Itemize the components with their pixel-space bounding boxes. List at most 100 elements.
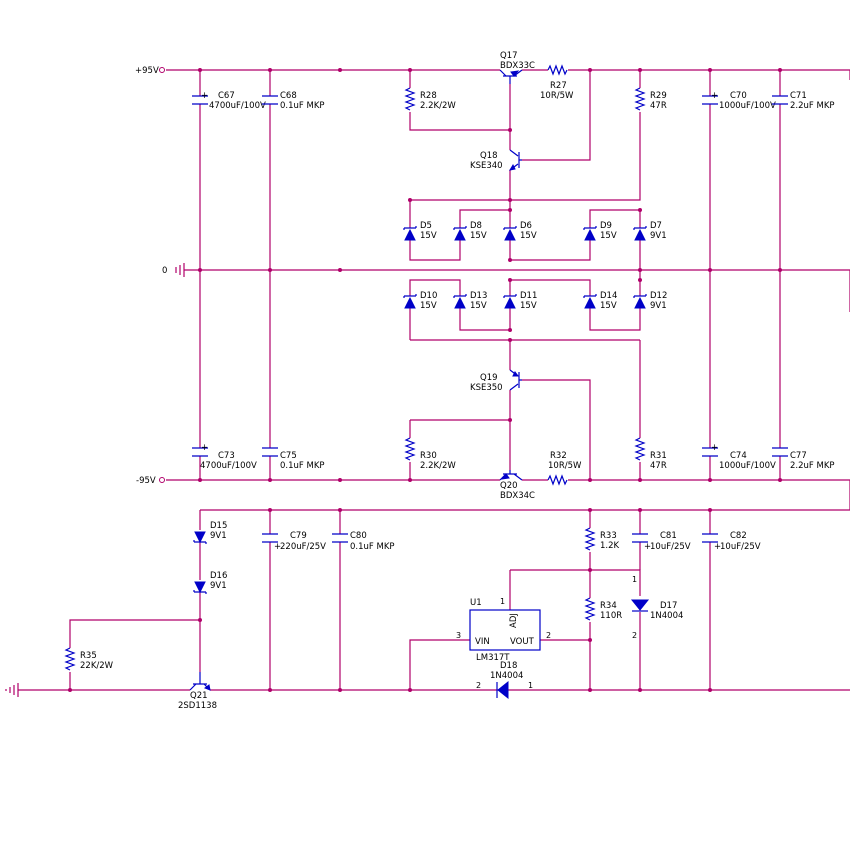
rail-neg-label: -95V [136,476,156,486]
svg-text:D8: D8 [470,221,482,231]
transistor-q19: Q19 KSE350 [470,369,522,393]
svg-text:C71: C71 [790,91,807,101]
svg-text:+: + [274,542,281,552]
transistor-q21: Q21 2SD1138 [178,672,217,711]
svg-text:C68: C68 [280,91,297,101]
svg-text:C81: C81 [660,531,677,541]
svg-text:15V: 15V [600,231,617,241]
svg-text:C82: C82 [730,531,747,541]
svg-text:1N4004: 1N4004 [650,611,683,621]
svg-text:R27: R27 [550,81,567,91]
diode-d18: 2 1 D18 1N4004 [476,661,533,700]
svg-text:9V1: 9V1 [650,301,667,311]
svg-text:R31: R31 [650,451,667,461]
svg-text:LM317T: LM317T [476,653,510,663]
capacitor-c77: C77 2.2uF MKP [772,447,835,471]
svg-text:2.2uF MKP: 2.2uF MKP [790,101,835,111]
svg-text:C73: C73 [218,451,235,461]
svg-text:15V: 15V [520,301,537,311]
svg-text:R30: R30 [420,451,437,461]
svg-text:15V: 15V [420,301,437,311]
svg-text:4700uF/100V: 4700uF/100V [200,461,257,471]
svg-text:D9: D9 [600,221,612,231]
resistor-r34: R34 110R [584,597,622,621]
zener-d8: D8 15V [453,221,487,241]
svg-text:+: + [711,91,718,101]
svg-text:C70: C70 [730,91,747,101]
resistor-r31: R31 47R [634,437,667,471]
svg-text:BDX34C: BDX34C [500,491,535,501]
svg-text:15V: 15V [600,301,617,311]
svg-text:R33: R33 [600,531,617,541]
capacitor-c74: + C74 1000uF/100V [702,443,776,471]
svg-text:2.2K/2W: 2.2K/2W [420,101,456,111]
zener-d5: D5 15V [403,221,437,241]
capacitor-c81: C81 + 10uF/25V [632,531,691,552]
svg-text:1: 1 [632,575,637,584]
svg-text:C75: C75 [280,451,297,461]
transistor-q17: Q17 BDX33C [499,51,535,84]
svg-text:C79: C79 [290,531,307,541]
svg-text:1N4004: 1N4004 [490,671,523,681]
svg-text:Q17: Q17 [500,51,518,61]
svg-text:D17: D17 [660,601,677,611]
svg-text:U1: U1 [470,598,482,608]
svg-text:10uF/25V: 10uF/25V [720,542,761,552]
svg-text:15V: 15V [420,231,437,241]
zener-d15: D15 9V1 [193,521,227,544]
svg-text:3: 3 [456,631,461,640]
svg-text:1.2K: 1.2K [600,541,620,551]
svg-text:220uF/25V: 220uF/25V [280,542,326,552]
capacitor-c68: C68 0.1uF MKP [262,91,325,111]
svg-text:D10: D10 [420,291,437,301]
wires [18,69,850,691]
rail-gnd-label: 0 [162,266,167,276]
resistor-r29: R29 47R [634,87,667,111]
rail-pos-terminal: +95V [135,66,165,76]
svg-text:C77: C77 [790,451,807,461]
svg-text:0.1uF MKP: 0.1uF MKP [350,542,395,552]
resistor-r28: R28 2.2K/2W [404,87,456,111]
svg-text:D12: D12 [650,291,667,301]
svg-text:15V: 15V [470,301,487,311]
capacitor-c70: + C70 1000uF/100V [702,91,776,111]
svg-text:1000uF/100V: 1000uF/100V [719,461,776,471]
resistor-r33: R33 1.2K [584,527,620,551]
svg-text:Q21: Q21 [190,691,208,701]
svg-text:D18: D18 [500,661,517,671]
svg-text:9V1: 9V1 [650,231,667,241]
svg-text:22K/2W: 22K/2W [80,661,114,671]
rail-neg-terminal: -95V [136,476,165,486]
ground-symbol-main: 0 [162,263,185,277]
svg-text:9V1: 9V1 [210,531,227,541]
svg-text:D5: D5 [420,221,432,231]
svg-text:2.2K/2W: 2.2K/2W [420,461,456,471]
svg-text:10uF/25V: 10uF/25V [650,542,691,552]
capacitor-c75: C75 0.1uF MKP [262,447,325,471]
svg-text:D6: D6 [520,221,532,231]
rail-pos-label: +95V [135,66,159,76]
svg-text:VIN: VIN [475,637,490,647]
svg-text:KSE350: KSE350 [470,383,503,393]
svg-text:D16: D16 [210,571,227,581]
capacitor-c73: + C73 4700uF/100V [192,443,257,471]
svg-text:C67: C67 [218,91,235,101]
svg-text:D15: D15 [210,521,227,531]
svg-text:ADJ: ADJ [509,613,519,628]
svg-text:1: 1 [500,597,505,606]
svg-text:C80: C80 [350,531,367,541]
svg-text:0.1uF MKP: 0.1uF MKP [280,101,325,111]
svg-text:Q19: Q19 [480,373,498,383]
svg-text:2: 2 [632,631,637,640]
svg-text:Q20: Q20 [500,481,518,491]
svg-text:10R/5W: 10R/5W [548,461,582,471]
svg-text:0.1uF MKP: 0.1uF MKP [280,461,325,471]
svg-text:D14: D14 [600,291,617,301]
svg-text:C74: C74 [730,451,747,461]
resistor-r27: R27 10R/5W [540,64,574,101]
capacitor-c79: C79 + 220uF/25V [262,531,326,552]
regulator-u1: U1 VIN VOUT ADJ 1 3 2 LM317T [456,597,551,663]
resistor-r30: R30 2.2K/2W [404,437,456,471]
svg-text:1000uF/100V: 1000uF/100V [719,101,776,111]
